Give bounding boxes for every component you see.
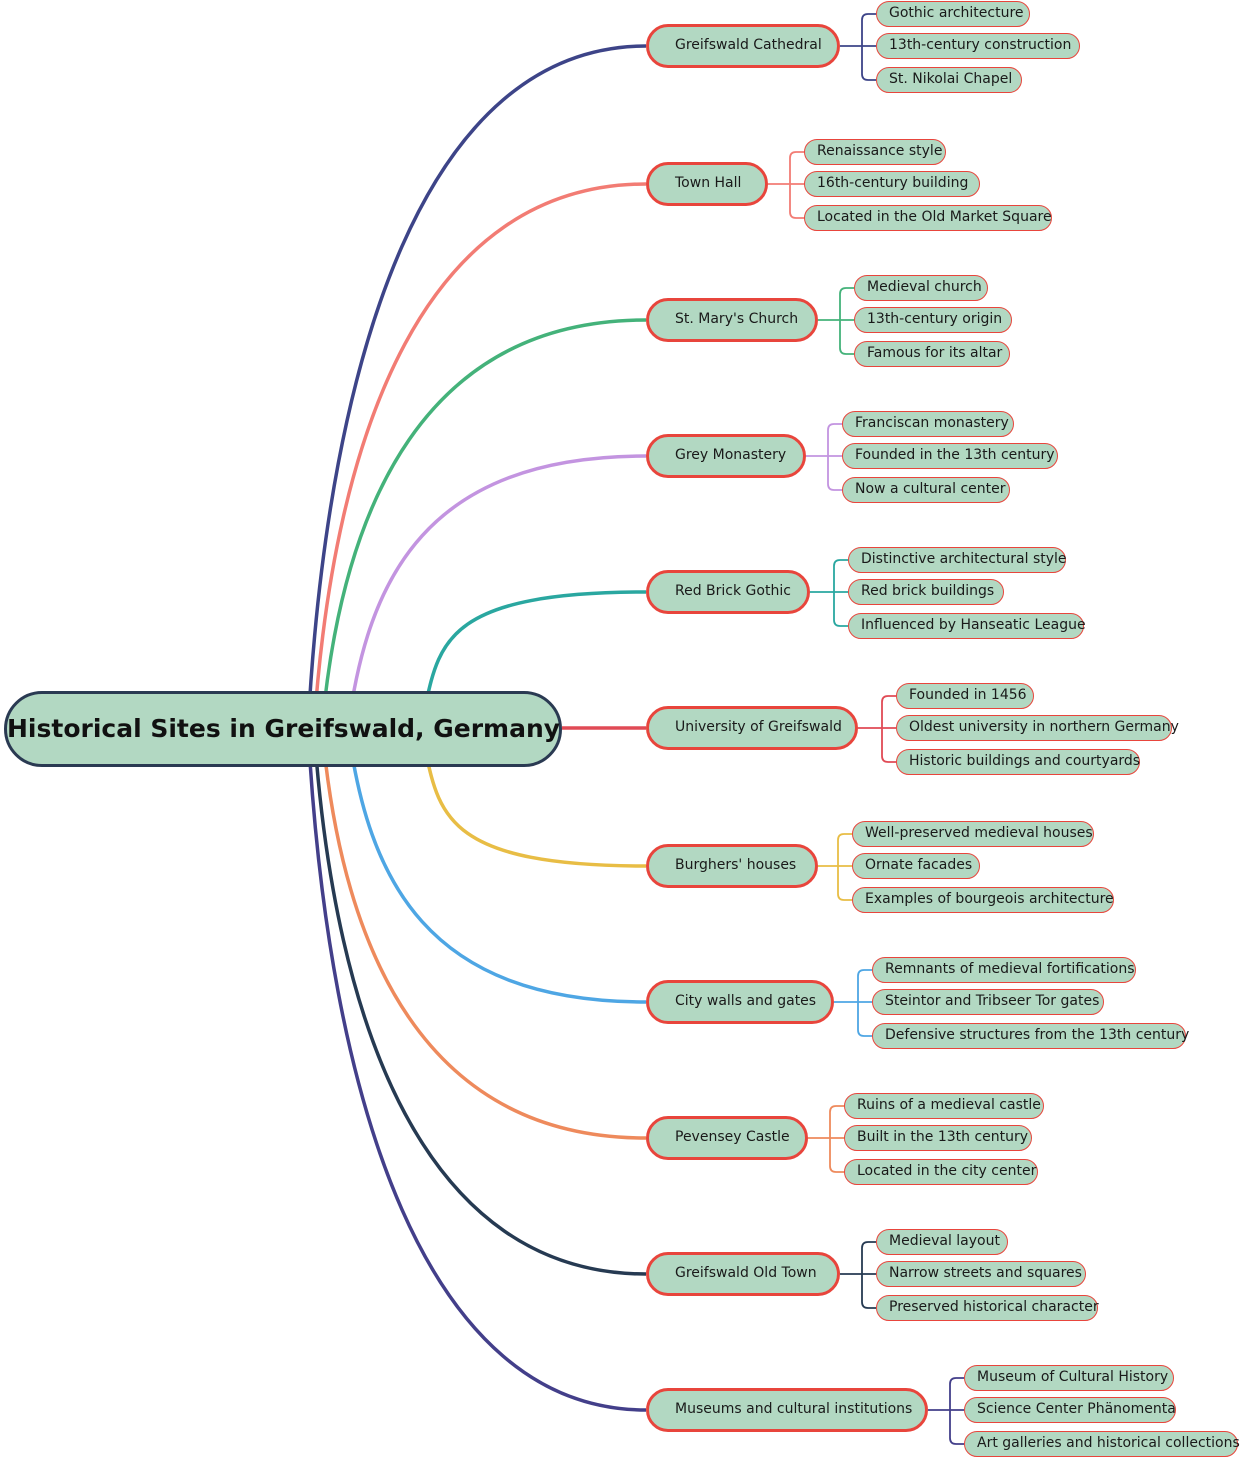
subtopic[interactable]: Well-preserved medieval houses xyxy=(852,821,1094,847)
subtopic[interactable]: Built in the 13th century xyxy=(844,1125,1032,1151)
subtopic[interactable]: 13th-century construction xyxy=(876,33,1080,59)
leaf-bracket xyxy=(833,559,848,627)
root-branch-connector xyxy=(346,454,647,729)
subtopic[interactable]: Narrow streets and squares xyxy=(876,1261,1086,1287)
subtopic[interactable]: Preserved historical character xyxy=(876,1295,1099,1321)
subtopic[interactable]: Renaissance style xyxy=(804,139,946,165)
root-branch-connector xyxy=(320,727,647,1140)
subtopic[interactable]: Founded in 1456 xyxy=(896,683,1034,709)
subtopic[interactable]: Located in the city center xyxy=(844,1159,1038,1185)
root-branch-connector xyxy=(306,727,647,1412)
subtopic[interactable]: Art galleries and historical collections xyxy=(964,1431,1240,1457)
subtopic[interactable]: Ruins of a medieval castle xyxy=(844,1093,1044,1119)
leaf-bracket xyxy=(827,423,842,491)
branch-topic[interactable]: Greifswald Cathedral xyxy=(646,24,840,68)
subtopic[interactable]: Influenced by Hanseatic League xyxy=(848,613,1086,639)
subtopic[interactable]: 13th-century origin xyxy=(854,307,1012,333)
branch-topic[interactable]: Pevensey Castle xyxy=(646,1116,808,1160)
branch-topic[interactable]: Museums and cultural institutions xyxy=(646,1388,928,1432)
subtopic[interactable]: Oldest university in northern Germany xyxy=(896,715,1179,741)
subtopic[interactable]: Red brick buildings xyxy=(848,579,1004,605)
subtopic[interactable]: Defensive structures from the 13th centu… xyxy=(872,1023,1189,1049)
branch-topic[interactable]: Grey Monastery xyxy=(646,434,806,478)
root-branch-connector xyxy=(306,44,647,729)
branch-topic[interactable]: St. Mary's Church xyxy=(646,298,818,342)
leaf-bracket xyxy=(837,833,852,901)
subtopic[interactable]: Museum of Cultural History xyxy=(964,1365,1174,1391)
leaf-bracket xyxy=(861,13,876,81)
subtopic[interactable]: Located in the Old Market Square xyxy=(804,205,1052,231)
branch-topic[interactable]: University of Greifswald xyxy=(646,706,858,750)
subtopic[interactable]: Medieval layout xyxy=(876,1229,1008,1255)
subtopic[interactable]: Science Center Phänomenta xyxy=(964,1397,1176,1423)
leaf-bracket xyxy=(857,969,872,1037)
subtopic[interactable]: Famous for its altar xyxy=(854,341,1010,367)
subtopic[interactable]: Founded in the 13th century xyxy=(842,443,1058,469)
root-topic[interactable]: Historical Sites in Greifswald, Germany xyxy=(4,691,562,767)
branch-topic[interactable]: Town Hall xyxy=(646,162,768,206)
subtopic[interactable]: Franciscan monastery xyxy=(842,411,1014,437)
subtopic[interactable]: Examples of bourgeois architecture xyxy=(852,887,1114,913)
subtopic[interactable]: Gothic architecture xyxy=(876,1,1030,27)
subtopic[interactable]: Ornate facades xyxy=(852,853,980,879)
branch-topic[interactable]: Greifswald Old Town xyxy=(646,1252,840,1296)
root-branch-connector xyxy=(312,727,647,1276)
branch-topic[interactable]: Burghers' houses xyxy=(646,844,818,888)
branch-topic[interactable]: City walls and gates xyxy=(646,980,834,1024)
subtopic[interactable]: Remnants of medieval fortifications xyxy=(872,957,1136,983)
subtopic[interactable]: 16th-century building xyxy=(804,171,980,197)
subtopic[interactable]: Historic buildings and courtyards xyxy=(896,749,1140,775)
subtopic[interactable]: Now a cultural center xyxy=(842,477,1010,503)
leaf-bracket xyxy=(861,1241,876,1309)
leaf-bracket xyxy=(949,1377,964,1445)
leaf-bracket xyxy=(839,287,854,355)
leaf-bracket xyxy=(789,151,804,219)
root-branch-connector xyxy=(312,182,647,729)
subtopic[interactable]: St. Nikolai Chapel xyxy=(876,67,1022,93)
subtopic[interactable]: Medieval church xyxy=(854,275,988,301)
root-branch-connector xyxy=(346,727,647,1004)
branch-topic[interactable]: Red Brick Gothic xyxy=(646,570,810,614)
subtopic[interactable]: Distinctive architectural style xyxy=(848,547,1067,573)
leaf-bracket xyxy=(881,695,896,763)
subtopic[interactable]: Steintor and Tribseer Tor gates xyxy=(872,989,1104,1015)
root-branch-connector xyxy=(320,318,647,729)
leaf-bracket xyxy=(829,1105,844,1173)
